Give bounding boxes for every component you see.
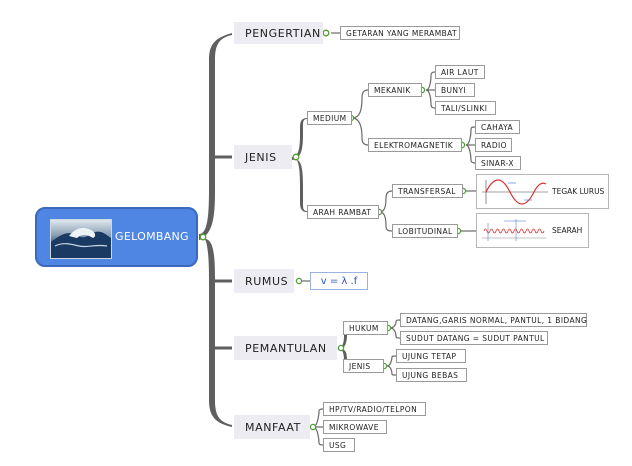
topic-manfaat[interactable]: MANFAAT bbox=[234, 415, 310, 439]
node-pemantulan-jenis[interactable]: JENIS bbox=[343, 359, 384, 373]
node-lobitudinal[interactable]: LOBITUDINAL bbox=[392, 224, 458, 238]
node-mekanik[interactable]: MEKANIK bbox=[368, 83, 422, 97]
item-air-laut[interactable]: AIR LAUT bbox=[435, 65, 485, 79]
hukum-item-1[interactable]: DATANG,GARIS NORMAL, PANTUL, 1 BIDANG bbox=[400, 313, 587, 327]
item-tali-slinki[interactable]: TALI/SLINKI bbox=[435, 101, 496, 115]
item-cahaya[interactable]: CAHAYA bbox=[475, 120, 520, 134]
topic-pengertian[interactable]: PENGERTIAN bbox=[234, 22, 323, 44]
item-bunyi[interactable]: BUNYI bbox=[435, 83, 475, 97]
node-transfersal[interactable]: TRANSFERSAL bbox=[392, 184, 463, 198]
node-elektromagnetik[interactable]: ELEKTROMAGNETIK bbox=[368, 138, 462, 152]
item-ujung-bebas[interactable]: UJUNG BEBAS bbox=[396, 368, 467, 382]
transverse-wave-icon bbox=[482, 179, 548, 205]
node-arah-rambat[interactable]: ARAH RAMBAT bbox=[307, 205, 379, 219]
item-mikrowave[interactable]: MIKROWAVE bbox=[323, 420, 387, 434]
lobitudinal-note: SEARAH bbox=[552, 226, 583, 235]
item-ujung-tetap[interactable]: UJUNG TETAP bbox=[396, 349, 466, 363]
longitudinal-wave-icon bbox=[482, 219, 546, 241]
item-sinar-x[interactable]: SINAR-X bbox=[475, 156, 521, 170]
wave-photo-icon bbox=[50, 219, 112, 259]
topic-pemantulan[interactable]: PEMANTULAN bbox=[234, 336, 337, 360]
node-hukum[interactable]: HUKUM bbox=[343, 321, 388, 335]
root-label: GELOMBANG bbox=[115, 230, 189, 243]
hukum-item-2[interactable]: SUDUT DATANG = SUDUT PANTUL bbox=[400, 331, 548, 345]
item-usg[interactable]: USG bbox=[323, 438, 355, 452]
item-hp-tv-radio[interactable]: HP/TV/RADIO/TELPON bbox=[323, 402, 426, 416]
transfersal-note: TEGAK LURUS bbox=[552, 187, 605, 196]
node-medium[interactable]: MEDIUM bbox=[307, 111, 352, 125]
lobitudinal-illustration[interactable]: SEARAH bbox=[476, 213, 589, 248]
pengertian-desc[interactable]: GETARAN YANG MERAMBAT bbox=[340, 26, 460, 40]
formula-box[interactable]: v = λ .f bbox=[310, 272, 368, 290]
item-radio[interactable]: RADIO bbox=[475, 138, 512, 152]
root-node[interactable]: GELOMBANG bbox=[35, 207, 198, 267]
topic-jenis[interactable]: JENIS bbox=[234, 145, 292, 169]
topic-rumus[interactable]: RUMUS bbox=[234, 269, 294, 293]
transfersal-illustration[interactable]: TEGAK LURUS bbox=[476, 174, 609, 209]
